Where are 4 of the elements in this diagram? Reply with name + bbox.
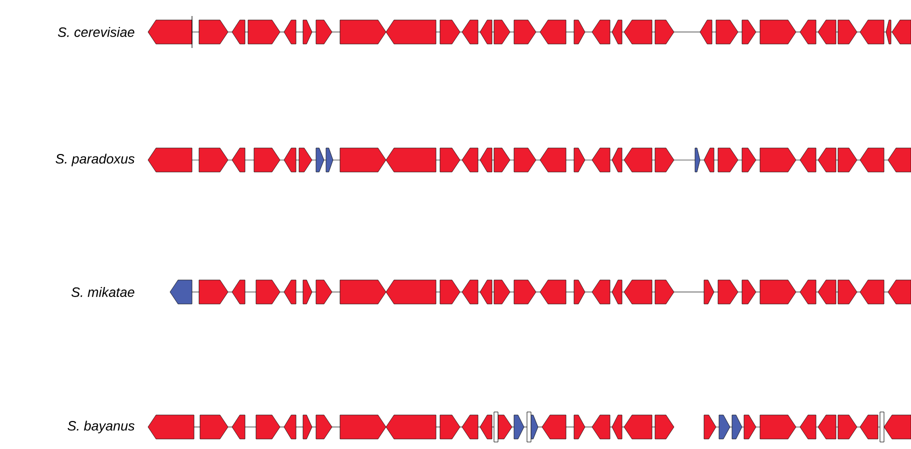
species-label: S. paradoxus bbox=[56, 154, 135, 166]
species-label: S. bayanus bbox=[68, 420, 135, 434]
species-label: S. mikatae bbox=[71, 287, 134, 297]
species-label: S. cerevisiae bbox=[58, 27, 134, 37]
